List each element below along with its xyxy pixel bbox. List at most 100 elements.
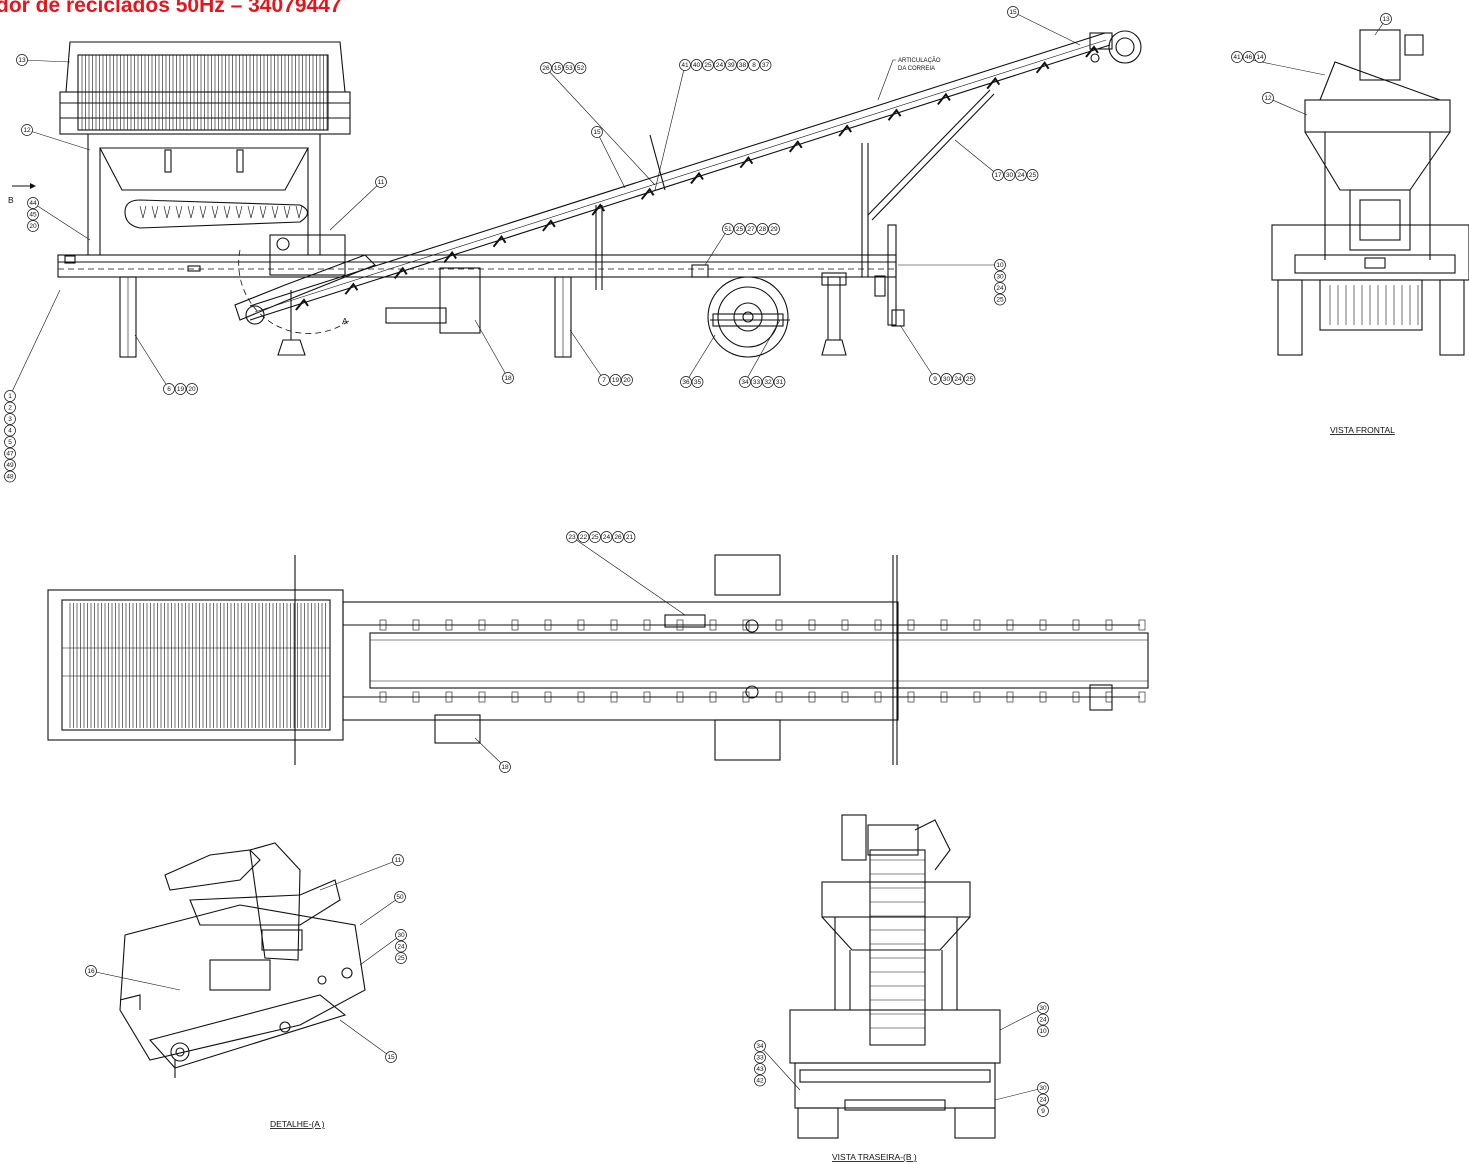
wheel-assembly [707, 276, 790, 358]
callout-number: 25 [397, 955, 405, 962]
callout-bubble: 19 [174, 383, 187, 395]
callout-bubble: 17 [992, 169, 1004, 181]
callout-number: 24 [397, 943, 405, 950]
callout-number: 19 [612, 377, 620, 384]
support-legs [119, 272, 847, 358]
callout-number: 24 [1039, 1096, 1047, 1103]
callout-number: 36 [682, 379, 690, 386]
callout-bubble: 30 [940, 373, 953, 385]
callout-number: 30 [1039, 1005, 1047, 1012]
callout-bubble: 24 [1037, 1013, 1049, 1026]
callout-number: 25 [1029, 172, 1037, 179]
callout-bubble: 25 [733, 223, 746, 235]
callout-bubble: 30 [994, 270, 1006, 283]
callout-number: 8 [752, 62, 756, 69]
callout-number: 35 [694, 379, 702, 386]
view-b-marker: B [8, 195, 14, 205]
callout-bubble: 26 [612, 531, 624, 543]
side-elevation-view: A B ARTICULAÇÃO DA CORREIA [8, 30, 1142, 358]
callout-bubble: 3 [4, 413, 16, 425]
callout-bubble: 13 [1380, 13, 1392, 25]
callout-bubble: 25 [702, 59, 714, 71]
callout-number: 10 [1039, 1028, 1047, 1035]
plan-view [47, 554, 1149, 765]
callout-bubble: 15 [551, 62, 564, 74]
callout-g12-side: 12 [21, 124, 91, 151]
callout-bubble: 12 [21, 124, 33, 136]
callout-bubble: 24 [1015, 169, 1027, 181]
callout-number: 24 [1017, 172, 1025, 179]
callout-bubble: 51 [722, 223, 734, 235]
callout-number: 41 [681, 62, 689, 69]
callout-bubble: 36 [680, 376, 692, 388]
belt-articulation-label-1: ARTICULAÇÃO [898, 57, 941, 64]
callout-bubble: 22 [577, 531, 590, 543]
callout-g18-top: 18 [474, 737, 511, 773]
callout-number: 42 [756, 1077, 764, 1084]
callout-bubble: 26 [540, 62, 552, 74]
callout-bubble: 13 [16, 54, 28, 66]
callout-number: 25 [704, 62, 712, 69]
callout-g36: 36 35 [680, 334, 716, 388]
callout-bubble: 18 [499, 761, 511, 773]
callout-bubble: 7 [598, 374, 610, 386]
callout-bubble: 19 [609, 374, 622, 386]
callout-number: 24 [603, 534, 611, 541]
callout-bubble: 35 [691, 376, 704, 388]
callout-bubble: 25 [395, 952, 407, 964]
callout-g15-top: 15 [1007, 6, 1081, 46]
callout-number: 31 [776, 379, 784, 386]
callout-number: 18 [504, 375, 512, 382]
callout-bubble: 25 [589, 531, 601, 543]
callout-bubble: 21 [623, 531, 636, 543]
callout-number: 15 [593, 129, 601, 136]
callout-number: 21 [626, 534, 634, 541]
callout-bubble: 47 [4, 447, 16, 460]
callout-number: 37 [762, 62, 770, 69]
callout-number: 25 [591, 534, 599, 541]
callout-number: 9 [1041, 1108, 1045, 1115]
rear-view: VISTA TRASEIRA-(B ) [789, 814, 1001, 1162]
callout-number: 18 [501, 764, 509, 771]
detail-a-marker: A [342, 316, 348, 326]
callout-number: 20 [623, 377, 631, 384]
callout-bubble: 1 [4, 390, 16, 402]
callout-bubble: 30 [1003, 169, 1016, 181]
callout-number: 34 [741, 379, 749, 386]
callout-number: 28 [759, 226, 767, 233]
callout-g15-det: 15 [339, 1019, 397, 1063]
callout-bubble: 29 [768, 223, 780, 235]
callout-number: 26 [614, 534, 622, 541]
callout-bubble: 10 [994, 259, 1006, 271]
callout-bubble: 24 [395, 940, 407, 953]
callout-g16: 16 [85, 965, 181, 991]
callout-number: 24 [1039, 1016, 1047, 1023]
callout-number: 19 [177, 386, 185, 393]
callout-number: 12 [1264, 95, 1272, 102]
callout-bubble: 31 [773, 376, 786, 388]
callout-bubble: 27 [745, 223, 757, 235]
callout-bubble: 41 [1231, 51, 1243, 63]
callout-number: 10 [996, 262, 1004, 269]
callout-bubble: 34 [754, 1040, 766, 1052]
callout-bubble: 53 [563, 62, 575, 74]
callout-bubble: 20 [186, 383, 198, 395]
callout-bubble: 38 [736, 59, 749, 71]
callout-bubble: 30 [395, 929, 407, 941]
callout-number: 24 [996, 285, 1004, 292]
inclined-conveyor [234, 30, 1142, 334]
callout-bubble: 32 [762, 376, 774, 388]
callout-g18-side: 18 [474, 319, 514, 384]
callout-number: 22 [580, 534, 588, 541]
callout-number: 29 [770, 226, 778, 233]
callout-number: 11 [395, 857, 402, 864]
callout-number: 53 [565, 65, 573, 72]
callout-number: 50 [396, 894, 404, 901]
